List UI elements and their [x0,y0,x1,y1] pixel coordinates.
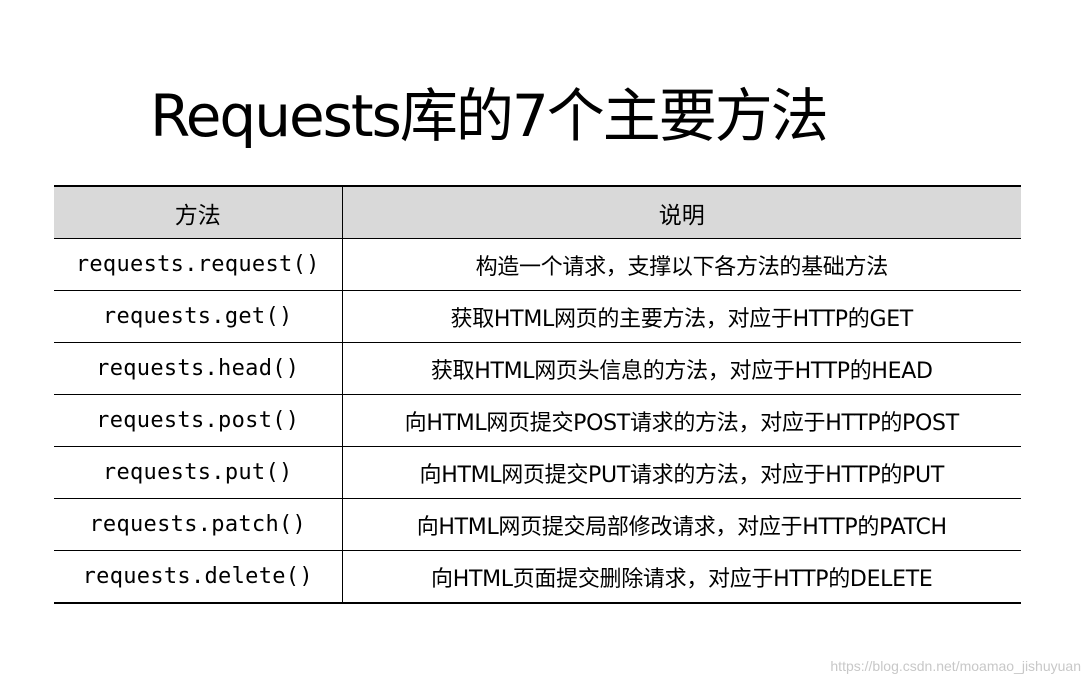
description-cell: 向HTML网页提交POST请求的方法，对应于HTTP的POST [342,394,1021,447]
methods-table: 方法 说明 requests.request() 构造一个请求，支撑以下各方法的… [54,185,1021,604]
table-row: requests.request() 构造一个请求，支撑以下各方法的基础方法 [54,238,1021,291]
header-method: 方法 [54,185,343,239]
description-cell: 向HTML网页提交局部修改请求，对应于HTTP的PATCH [342,498,1021,551]
method-cell: requests.head() [54,342,343,395]
method-cell: requests.patch() [54,498,343,551]
table-header-row: 方法 说明 [54,185,1021,239]
description-cell: 构造一个请求，支撑以下各方法的基础方法 [342,238,1021,291]
description-cell: 获取HTML网页的主要方法，对应于HTTP的GET [342,290,1021,343]
method-cell: requests.post() [54,394,343,447]
method-cell: requests.put() [54,446,343,499]
description-cell: 获取HTML网页头信息的方法，对应于HTTP的HEAD [342,342,1021,395]
table-row: requests.delete() 向HTML页面提交删除请求，对应于HTTP的… [54,550,1021,604]
watermark-url: https://blog.csdn.net/moamao_jishuyuan [830,658,1081,674]
method-cell: requests.delete() [54,550,343,604]
table-row: requests.patch() 向HTML网页提交局部修改请求，对应于HTTP… [54,498,1021,551]
table-row: requests.put() 向HTML网页提交PUT请求的方法，对应于HTTP… [54,446,1021,499]
description-cell: 向HTML页面提交删除请求，对应于HTTP的DELETE [342,550,1021,604]
method-cell: requests.get() [54,290,343,343]
table-row: requests.head() 获取HTML网页头信息的方法，对应于HTTP的H… [54,342,1021,395]
description-cell: 向HTML网页提交PUT请求的方法，对应于HTTP的PUT [342,446,1021,499]
page-title: Requests库的7个主要方法 [150,82,829,150]
table-row: requests.get() 获取HTML网页的主要方法，对应于HTTP的GET [54,290,1021,343]
table-row: requests.post() 向HTML网页提交POST请求的方法，对应于HT… [54,394,1021,447]
header-description: 说明 [342,185,1021,239]
method-cell: requests.request() [54,238,343,291]
